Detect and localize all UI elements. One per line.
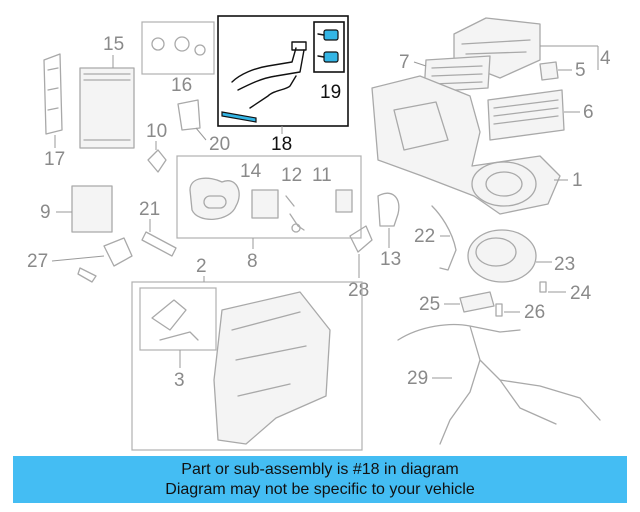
caption-banner: Part or sub-assembly is #18 in diagram D…: [13, 456, 627, 503]
callout-27: 27: [27, 251, 48, 272]
part-10-sensor: [147, 149, 167, 173]
part-2-housing-lower: [213, 291, 331, 445]
callout-15: 15: [103, 34, 124, 55]
part-16-box: [141, 21, 215, 75]
callout-14: 14: [240, 161, 262, 182]
callout-25: 25: [419, 294, 440, 315]
callout-13: 13: [380, 249, 401, 270]
part-26-screw: [495, 303, 503, 317]
part-24-screw: [539, 281, 547, 293]
part-18-pipe-upper: [231, 47, 297, 83]
callout-12: 12: [281, 165, 302, 186]
callout-19: 19: [320, 82, 341, 103]
part-5-bracket: [539, 61, 559, 81]
callout-23: 23: [554, 254, 575, 275]
part-28-sensor: [349, 225, 373, 253]
part-1-housing: [371, 75, 561, 215]
callout-22: 22: [414, 226, 435, 247]
part-18-blue-tube: [221, 111, 257, 123]
callout-7: 7: [399, 52, 410, 73]
callout-16: 16: [171, 75, 192, 96]
banner-line-2: Diagram may not be specific to your vehi…: [165, 481, 475, 498]
callout-10: 10: [146, 121, 167, 142]
part-9-filter: [71, 185, 113, 233]
part-15-evaporator: [79, 67, 135, 149]
part-27-motor: [103, 237, 133, 267]
callout-18: 18: [271, 134, 292, 155]
part-23-blower-motor: [467, 229, 537, 283]
callout-21: 21: [139, 199, 160, 220]
callout-2: 2: [196, 256, 207, 277]
callout-28: 28: [348, 280, 369, 301]
part-8-box: [176, 155, 362, 239]
part-22-drain-tube: [431, 205, 457, 271]
part-12-module: [251, 189, 279, 219]
callout-5: 5: [575, 60, 586, 81]
part-3-box: [139, 287, 217, 351]
part-18-pipe-mid: [237, 49, 305, 91]
callout-20: 20: [209, 134, 230, 155]
part-18-box: [217, 15, 349, 127]
part-19-oring-bottom: [323, 51, 339, 63]
callout-9: 9: [40, 202, 51, 223]
callout-1: 1: [572, 170, 583, 191]
callout-4: 4: [600, 48, 611, 69]
part-6-cabin-filter: [487, 89, 565, 141]
part-21-actuator: [141, 231, 177, 257]
callout-3: 3: [174, 370, 185, 391]
part-3-actuator: [151, 299, 199, 341]
callout-17: 17: [44, 149, 65, 170]
part-13-clip: [377, 192, 400, 227]
part-18-group[interactable]: 19 18: [217, 15, 349, 155]
parts-diagram: 19 18 15 16 17 20 10 9 21 27 14 12 11 8: [27, 15, 611, 451]
banner-line-1: Part or sub-assembly is #18 in diagram: [181, 461, 459, 478]
callout-11: 11: [312, 165, 332, 186]
callout-6: 6: [583, 102, 594, 123]
part-20-bracket: [177, 99, 201, 131]
part-17-seal: [43, 53, 63, 135]
part-18-pipe-lower: [249, 75, 297, 109]
part-19-box: [313, 21, 345, 73]
part-14-gasket: [189, 177, 240, 221]
callout-29: 29: [407, 368, 428, 389]
part-19-oring-top: [323, 29, 339, 41]
part-2-box: [131, 281, 363, 451]
part-11-valve: [335, 189, 353, 213]
callout-26: 26: [524, 302, 545, 323]
part-18-fitting: [291, 41, 307, 51]
callout-8: 8: [247, 251, 258, 272]
callout-24: 24: [570, 283, 592, 304]
part-25-resistor: [459, 291, 495, 313]
part-29-wiring-harness: [397, 323, 601, 445]
